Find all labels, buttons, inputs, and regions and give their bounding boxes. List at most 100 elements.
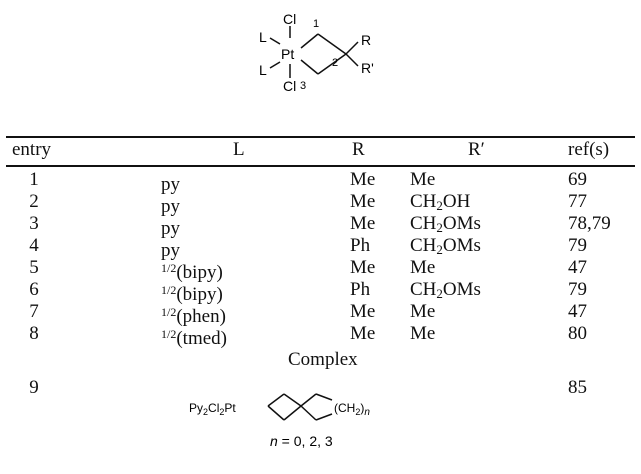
- entry-number: 6: [29, 279, 39, 300]
- ref-value: 80: [568, 323, 587, 344]
- ligand-name: py: [161, 174, 180, 195]
- table-row: 4 py Ph CH2OMs 79: [0, 235, 641, 261]
- ligand-name: py: [161, 196, 180, 217]
- bond-c2-r: [345, 41, 359, 55]
- bond-c3-pt: [300, 59, 319, 75]
- r-value: Me: [350, 213, 376, 234]
- pt-label: Pt: [281, 46, 294, 62]
- ligand-fraction: 1/2: [161, 283, 177, 297]
- header-l: L: [233, 139, 245, 160]
- l-bottom-label: L: [259, 62, 267, 78]
- r-prime-value: Me: [410, 169, 436, 190]
- r-value: Me: [350, 301, 376, 322]
- bond-l-pt-bottom: [269, 61, 281, 69]
- bond-l-pt-top: [269, 37, 281, 45]
- ligand-cell: 1/2(bipy): [161, 280, 223, 305]
- table-row: 1 py Me Me 69: [0, 169, 641, 195]
- entry-number: 7: [29, 301, 39, 322]
- ref-value: 69: [568, 169, 587, 190]
- position-2-label: 2: [332, 57, 338, 69]
- bond-c2-rprime: [345, 53, 359, 67]
- bond-c-bottom-pt: [267, 405, 285, 421]
- table-row: 2 py Me CH2OH 77: [0, 191, 641, 217]
- bond-c1-c2: [317, 33, 347, 55]
- ligand-name: (phen): [176, 306, 226, 327]
- r-prime-value: CH2OMs: [410, 279, 481, 302]
- bond-ring-bottom-chain: [315, 413, 333, 421]
- table-header-rule: [6, 165, 635, 167]
- ligand-name: py: [161, 218, 180, 239]
- methylene-chain-label: (CH2)n: [334, 401, 370, 418]
- entry-number: 3: [29, 213, 39, 234]
- r-prime-label: R': [361, 60, 374, 76]
- r-value: Me: [350, 191, 376, 212]
- spiro-complex-structure: Py2Cl2Pt (CH2)n n = 0, 2, 3: [189, 393, 370, 449]
- bond-pt-c-top: [267, 393, 285, 407]
- r-prime-value: Me: [410, 257, 436, 278]
- cl-top-label: Cl: [283, 11, 296, 27]
- bond-spiro-c-bottom: [283, 405, 302, 421]
- ligand-fraction: 1/2: [161, 261, 177, 275]
- platinum-fragment-label: Py2Cl2Pt: [189, 401, 236, 417]
- position-3-label: 3: [300, 80, 306, 92]
- platinacyclobutane-structure: Cl Cl Pt L L 1 2 3 R R': [259, 11, 374, 94]
- ref-value: 79: [568, 279, 587, 300]
- entry-number: 8: [29, 323, 39, 344]
- bond-spiro-ring-bottom: [300, 405, 317, 421]
- r-value: Ph: [350, 235, 371, 256]
- table-row: 3 py Me CH2OMs 78,79: [0, 213, 641, 239]
- bond-c-top-spiro: [283, 393, 302, 407]
- ligand-name: (bipy): [176, 284, 223, 305]
- header-entry: entry: [12, 139, 52, 160]
- ligand-cell: py: [161, 170, 180, 195]
- ref-value: 47: [568, 257, 587, 278]
- r-prime-value: CH2OMs: [410, 235, 481, 258]
- table-top-rule: [6, 136, 635, 138]
- ligand-cell: py: [161, 192, 180, 217]
- ligand-name: (bipy): [176, 262, 223, 283]
- r-prime-value: CH2OMs: [410, 213, 481, 236]
- ligand-fraction: 1/2: [161, 305, 177, 319]
- entry-number: 5: [29, 257, 39, 278]
- header-r: R: [352, 139, 365, 160]
- r-value: Ph: [350, 279, 371, 300]
- table-row: 8 1/2(tmed) Me Me 80: [0, 323, 641, 349]
- table-row: 6 1/2(bipy) Ph CH2OMs 79: [0, 279, 641, 305]
- position-1-label: 1: [313, 18, 319, 30]
- r-value: Me: [350, 257, 376, 278]
- r-prime-value: Me: [410, 323, 436, 344]
- r-value: Me: [350, 169, 376, 190]
- ref-value: 79: [568, 235, 587, 256]
- n-values-label: n = 0, 2, 3: [270, 433, 333, 449]
- ligand-cell: py: [161, 214, 180, 239]
- ref-value-9: 85: [568, 377, 587, 398]
- r-label: R: [361, 32, 371, 48]
- ligand-cell: 1/2(bipy): [161, 258, 223, 283]
- ligand-cell: 1/2(tmed): [161, 324, 227, 349]
- table-row: 7 1/2(phen) Me Me 47: [0, 301, 641, 327]
- bond-ring-top-chain: [315, 393, 333, 401]
- bond-spiro-ring-top: [300, 393, 317, 407]
- r-value: Me: [350, 323, 376, 344]
- header-refs: ref(s): [568, 139, 610, 160]
- entry-number: 2: [29, 191, 39, 212]
- table-row: 5 1/2(bipy) Me Me 47: [0, 257, 641, 283]
- l-top-label: L: [259, 29, 267, 45]
- ref-value: 77: [568, 191, 587, 212]
- r-prime-value: Me: [410, 301, 436, 322]
- ligand-cell: 1/2(phen): [161, 302, 226, 327]
- ref-value: 47: [568, 301, 587, 322]
- bond-c2-c3: [317, 53, 347, 75]
- ligand-name: py: [161, 240, 180, 261]
- entry-number: 1: [29, 169, 39, 190]
- entry-number-9: 9: [29, 377, 39, 398]
- r-prime-value: CH2OH: [410, 191, 471, 214]
- header-r-prime: R′: [468, 139, 485, 160]
- complex-label: Complex: [288, 349, 358, 370]
- bond-pt-c1: [300, 33, 319, 49]
- entry-number: 4: [29, 235, 39, 256]
- cl-bottom-label: Cl: [283, 78, 296, 94]
- ligand-fraction: 1/2: [161, 327, 177, 341]
- ligand-cell: py: [161, 236, 180, 261]
- ref-value: 78,79: [568, 213, 611, 234]
